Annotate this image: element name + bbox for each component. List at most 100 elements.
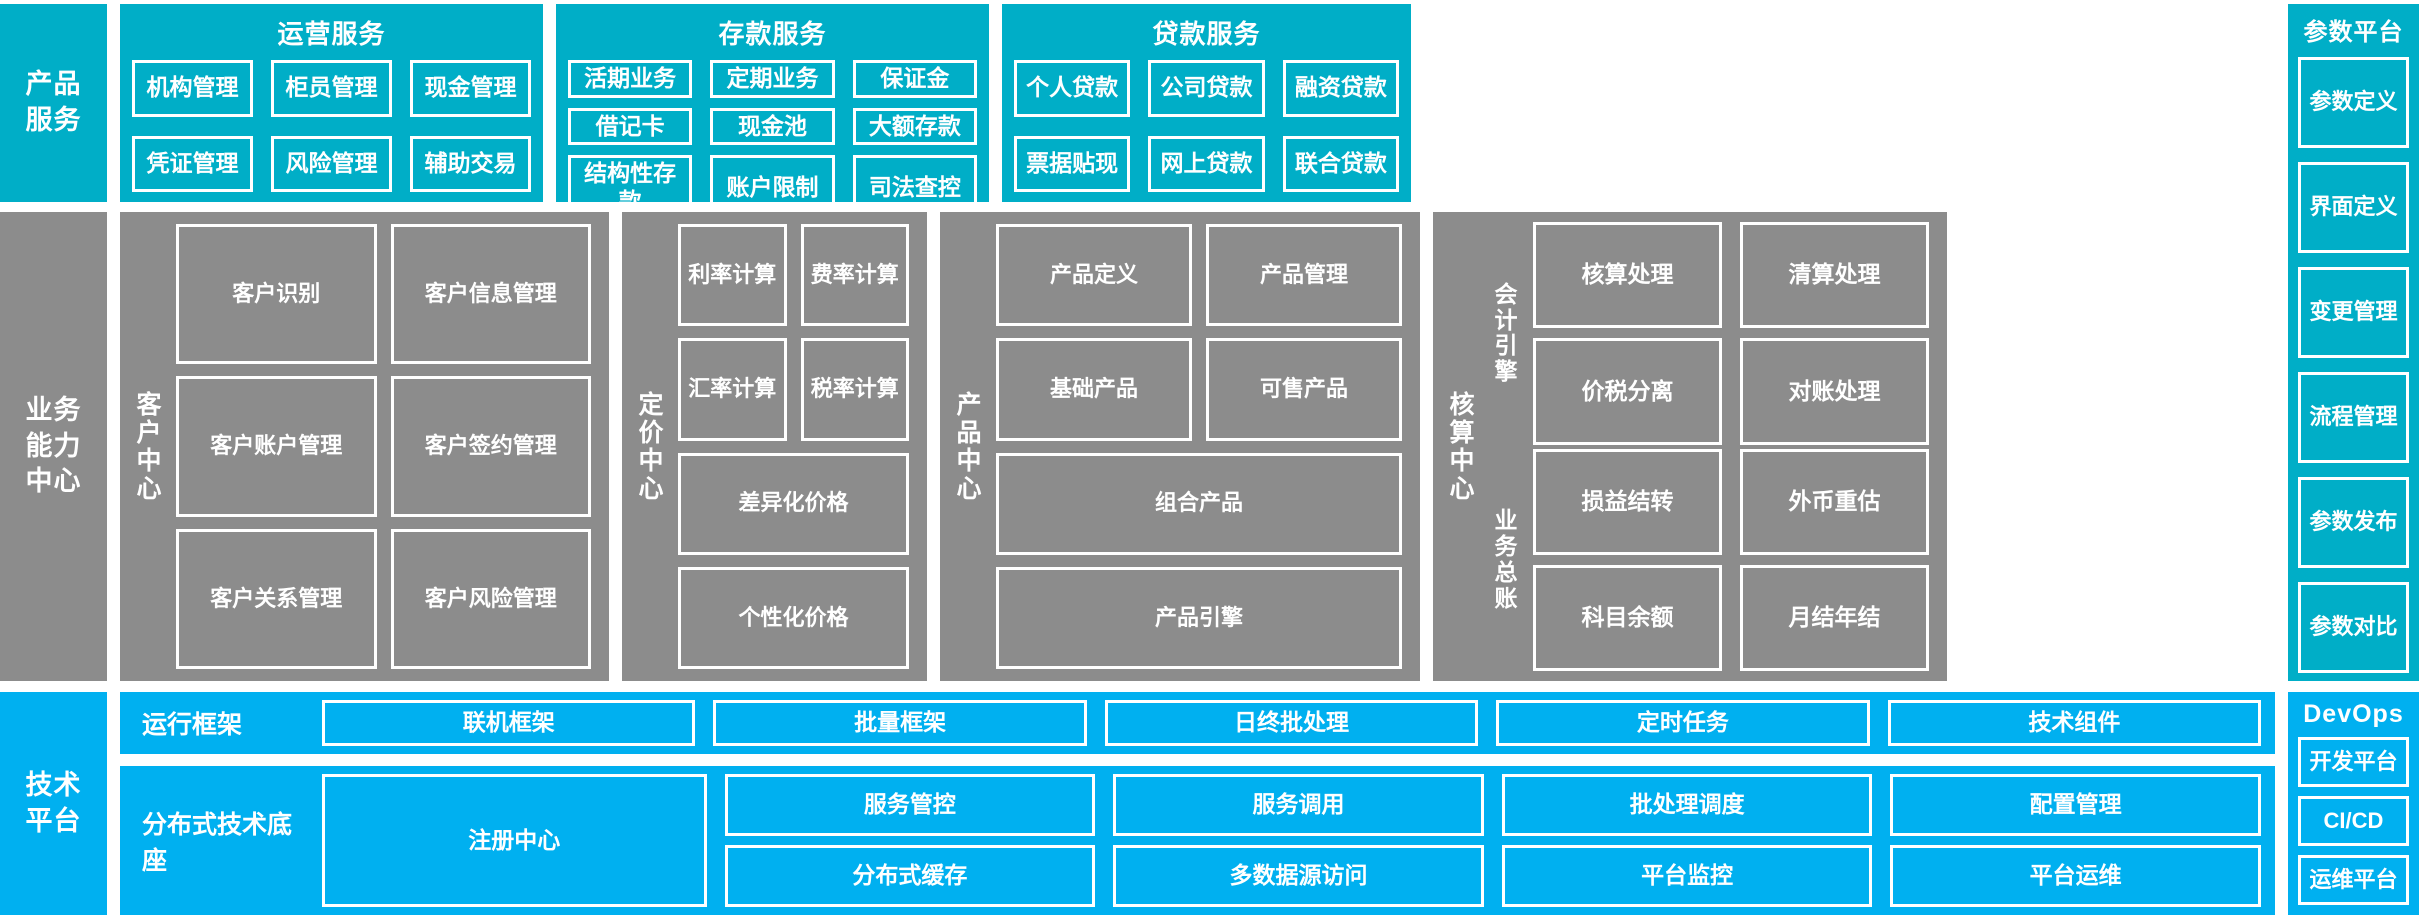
panel-product-center[interactable]: 产品中心 产品定义 产品管理 基础产品 可售产品 组合产品 产品引擎 xyxy=(940,212,1420,681)
panel-devops[interactable]: DevOps 开发平台 CI/CD 运维平台 xyxy=(2288,692,2419,915)
capability-box-kehu-zhanghu-guanli[interactable]: 客户账户管理 xyxy=(176,376,377,517)
band-distributed-base[interactable]: 分布式技术底座 注册中心 服务管控 分布式缓存 服务调用 多数据源访问 批处理调… xyxy=(120,766,2275,915)
service-box-zhanghu-xianzhi[interactable]: 账户限制 xyxy=(710,155,835,221)
panel-row: 机构管理 柜员管理 现金管理 xyxy=(132,60,531,117)
tech-box-fenbushi-huancun[interactable]: 分布式缓存 xyxy=(724,845,1096,907)
service-box-geren-daikuan[interactable]: 个人贷款 xyxy=(1014,60,1131,117)
tech-box-lianji-kuangjia[interactable]: 联机框架 xyxy=(322,700,696,746)
service-box-pingzheng-guanli[interactable]: 凭证管理 xyxy=(132,135,253,192)
capability-box-gexinghua-jiage[interactable]: 个性化价格 xyxy=(678,566,909,669)
service-box-xianjin-guanli[interactable]: 现金管理 xyxy=(410,60,531,117)
service-box-wangshang-daikuan[interactable]: 网上贷款 xyxy=(1148,135,1265,192)
panel-row: 结构性存款 账户限制 司法查控 xyxy=(568,155,977,221)
capability-box-chanpin-dingyi[interactable]: 产品定义 xyxy=(996,224,1192,327)
tech-box-jishu-zujian[interactable]: 技术组件 xyxy=(1887,700,2262,746)
capability-box-shuilv-jisuan[interactable]: 税率计算 xyxy=(800,338,909,441)
panel-deposit-services[interactable]: 存款服务 活期业务 定期业务 保证金 借记卡 现金池 大额存款 结构性存款 xyxy=(556,4,989,221)
subgroup-label-accounting-engine: 会计引擎 xyxy=(1494,280,1518,384)
tech-box-dingshi-renwu[interactable]: 定时任务 xyxy=(1496,700,1870,746)
param-box-canshu-duibi[interactable]: 参数对比 xyxy=(2298,582,2409,673)
service-box-xianjinchi[interactable]: 现金池 xyxy=(710,107,835,146)
service-box-huoqi-yewu[interactable]: 活期业务 xyxy=(568,60,693,98)
panel-title-loan-services: 贷款服务 xyxy=(1152,19,1261,49)
center-row: 核算处理 清算处理 xyxy=(1533,222,1929,329)
capability-box-kehu-shibie[interactable]: 客户识别 xyxy=(176,224,377,365)
panel-pricing-center[interactable]: 定价中心 利率计算 费率计算 汇率计算 税率计算 差异化价格 个性化价格 xyxy=(622,212,927,681)
capability-box-chanpin-yinqing[interactable]: 产品引擎 xyxy=(996,566,1402,669)
capability-box-kemu-yue[interactable]: 科目余额 xyxy=(1533,564,1722,671)
center-row: 差异化价格 xyxy=(678,452,909,555)
capability-box-kehu-guanxi-guanli[interactable]: 客户关系管理 xyxy=(176,528,377,669)
tech-box-piliang-kuangjia[interactable]: 批量框架 xyxy=(713,700,1087,746)
tech-box-pingtai-jiankong[interactable]: 平台监控 xyxy=(1501,845,1873,907)
service-box-daecunkuan[interactable]: 大额存款 xyxy=(852,107,977,146)
service-box-jijika[interactable]: 借记卡 xyxy=(568,107,693,146)
service-box-jigou-guanli[interactable]: 机构管理 xyxy=(132,60,253,117)
capability-box-hesuan-chuli[interactable]: 核算处理 xyxy=(1533,222,1722,329)
service-box-gongsi-daikuan[interactable]: 公司贷款 xyxy=(1148,60,1265,117)
panel-loan-services[interactable]: 贷款服务 个人贷款 公司贷款 融资贷款 票据贴现 网上贷款 联合贷款 xyxy=(1002,4,1411,202)
tech-box-rizhong-pichuli[interactable]: 日终批处理 xyxy=(1104,700,1479,746)
service-box-dingqi-yewu[interactable]: 定期业务 xyxy=(710,60,835,98)
capability-box-jiashui-fenli[interactable]: 价税分离 xyxy=(1533,338,1722,445)
capability-box-duizhang-chuli[interactable]: 对账处理 xyxy=(1740,338,1929,445)
band-label-runtime-framework: 运行框架 xyxy=(142,711,243,739)
service-box-baozhengjin[interactable]: 保证金 xyxy=(852,60,977,98)
panel-accounting-center[interactable]: 核算中心 会计引擎 核算处理 清算处理 价税分离 对账处理 xyxy=(1433,212,1947,681)
center-row: 产品定义 产品管理 xyxy=(996,224,1402,327)
capability-box-kehu-xinxi-guanli[interactable]: 客户信息管理 xyxy=(390,224,591,365)
service-box-jiegouxing-cunkuan[interactable]: 结构性存款 xyxy=(568,155,693,221)
capability-box-feilv-jisuan[interactable]: 费率计算 xyxy=(800,224,909,327)
center-row: 组合产品 xyxy=(996,452,1402,555)
layer-label-business-capability-text: 业务 能力 中心 xyxy=(25,395,82,497)
param-box-jiemian-dingyi[interactable]: 界面定义 xyxy=(2298,162,2409,253)
devops-box-cicd[interactable]: CI/CD xyxy=(2298,796,2409,846)
technical-platform-bands: 运行框架 联机框架 批量框架 日终批处理 定时任务 技术组件 分布式技术底座 注… xyxy=(120,692,2275,915)
capability-box-huilv-jisuan[interactable]: 汇率计算 xyxy=(678,338,787,441)
capability-box-zuhe-chanpin[interactable]: 组合产品 xyxy=(996,452,1402,555)
capability-box-lilv-jisuan[interactable]: 利率计算 xyxy=(678,224,787,327)
service-box-fengxian-guanli[interactable]: 风险管理 xyxy=(271,135,392,192)
tech-box-pingtai-yunwei[interactable]: 平台运维 xyxy=(1890,845,2261,907)
param-box-canshu-fabu[interactable]: 参数发布 xyxy=(2298,477,2409,568)
tech-box-peizhi-guanli[interactable]: 配置管理 xyxy=(1890,774,2261,836)
capability-box-chanpin-guanli[interactable]: 产品管理 xyxy=(1206,224,1402,327)
center-row: 客户识别 客户信息管理 xyxy=(176,224,591,365)
panel-title-devops: DevOps xyxy=(2303,700,2404,728)
panel-title-parameter-platform: 参数平台 xyxy=(2303,19,2404,46)
capability-box-jichu-chanpin[interactable]: 基础产品 xyxy=(996,338,1192,441)
capability-box-keshou-chanpin[interactable]: 可售产品 xyxy=(1206,338,1402,441)
service-box-fuzhu-jiaoyi[interactable]: 辅助交易 xyxy=(410,135,531,192)
param-box-biangeng-guanli[interactable]: 变更管理 xyxy=(2298,267,2409,358)
panel-row: 借记卡 现金池 大额存款 xyxy=(568,107,977,146)
panel-title-deposit-services: 存款服务 xyxy=(718,19,827,49)
devops-box-yunwei-pingtai[interactable]: 运维平台 xyxy=(2298,855,2409,905)
tech-box-fuwu-guankong[interactable]: 服务管控 xyxy=(724,774,1096,836)
tech-box-zhuce-zhongxin[interactable]: 注册中心 xyxy=(322,774,707,907)
center-label-accounting: 核算中心 xyxy=(1449,390,1475,503)
service-box-rongzi-daikuan[interactable]: 融资贷款 xyxy=(1282,60,1399,117)
param-box-liucheng-guanli[interactable]: 流程管理 xyxy=(2298,372,2409,463)
devops-box-kaifa-pingtai[interactable]: 开发平台 xyxy=(2298,737,2409,787)
service-box-piaoju-tiexian[interactable]: 票据贴现 xyxy=(1014,135,1131,192)
capability-box-kehu-qianyue-guanli[interactable]: 客户签约管理 xyxy=(390,376,591,517)
band-runtime-framework[interactable]: 运行框架 联机框架 批量框架 日终批处理 定时任务 技术组件 xyxy=(120,692,2275,754)
panel-customer-center[interactable]: 客户中心 客户识别 客户信息管理 客户账户管理 客户签约管理 客户关系管理 客户… xyxy=(120,212,609,681)
accounting-subgroup-engine: 会计引擎 核算处理 清算处理 价税分离 对账处理 xyxy=(1485,220,1937,447)
capability-box-sunyi-jiezhuan[interactable]: 损益结转 xyxy=(1533,448,1722,555)
capability-box-yuejie-nianjie[interactable]: 月结年结 xyxy=(1740,564,1929,671)
tech-box-pichuli-diaodu[interactable]: 批处理调度 xyxy=(1501,774,1873,836)
panel-parameter-platform[interactable]: 参数平台 参数定义 界面定义 变更管理 流程管理 参数发布 参数对比 xyxy=(2288,4,2419,681)
capability-box-kehu-fengxian-guanli[interactable]: 客户风险管理 xyxy=(390,528,591,669)
capability-box-chayihua-jiage[interactable]: 差异化价格 xyxy=(678,452,909,555)
service-box-lianhe-daikuan[interactable]: 联合贷款 xyxy=(1282,135,1399,192)
panel-operation-services[interactable]: 运营服务 机构管理 柜员管理 现金管理 凭证管理 风险管理 辅助交易 xyxy=(120,4,543,202)
capability-box-qingsuan-chuli[interactable]: 清算处理 xyxy=(1740,222,1929,329)
capability-box-waibi-chonggu[interactable]: 外币重估 xyxy=(1740,448,1929,555)
service-box-guiyuan-guanli[interactable]: 柜员管理 xyxy=(271,60,392,117)
tech-box-fuwu-diaoyong[interactable]: 服务调用 xyxy=(1113,774,1484,836)
service-box-sifa-chakong[interactable]: 司法查控 xyxy=(852,155,977,221)
center-row: 损益结转 外币重估 xyxy=(1533,448,1929,555)
param-box-canshu-dingyi[interactable]: 参数定义 xyxy=(2298,57,2409,148)
tech-box-duoshujuyuan-fangwen[interactable]: 多数据源访问 xyxy=(1113,845,1484,907)
